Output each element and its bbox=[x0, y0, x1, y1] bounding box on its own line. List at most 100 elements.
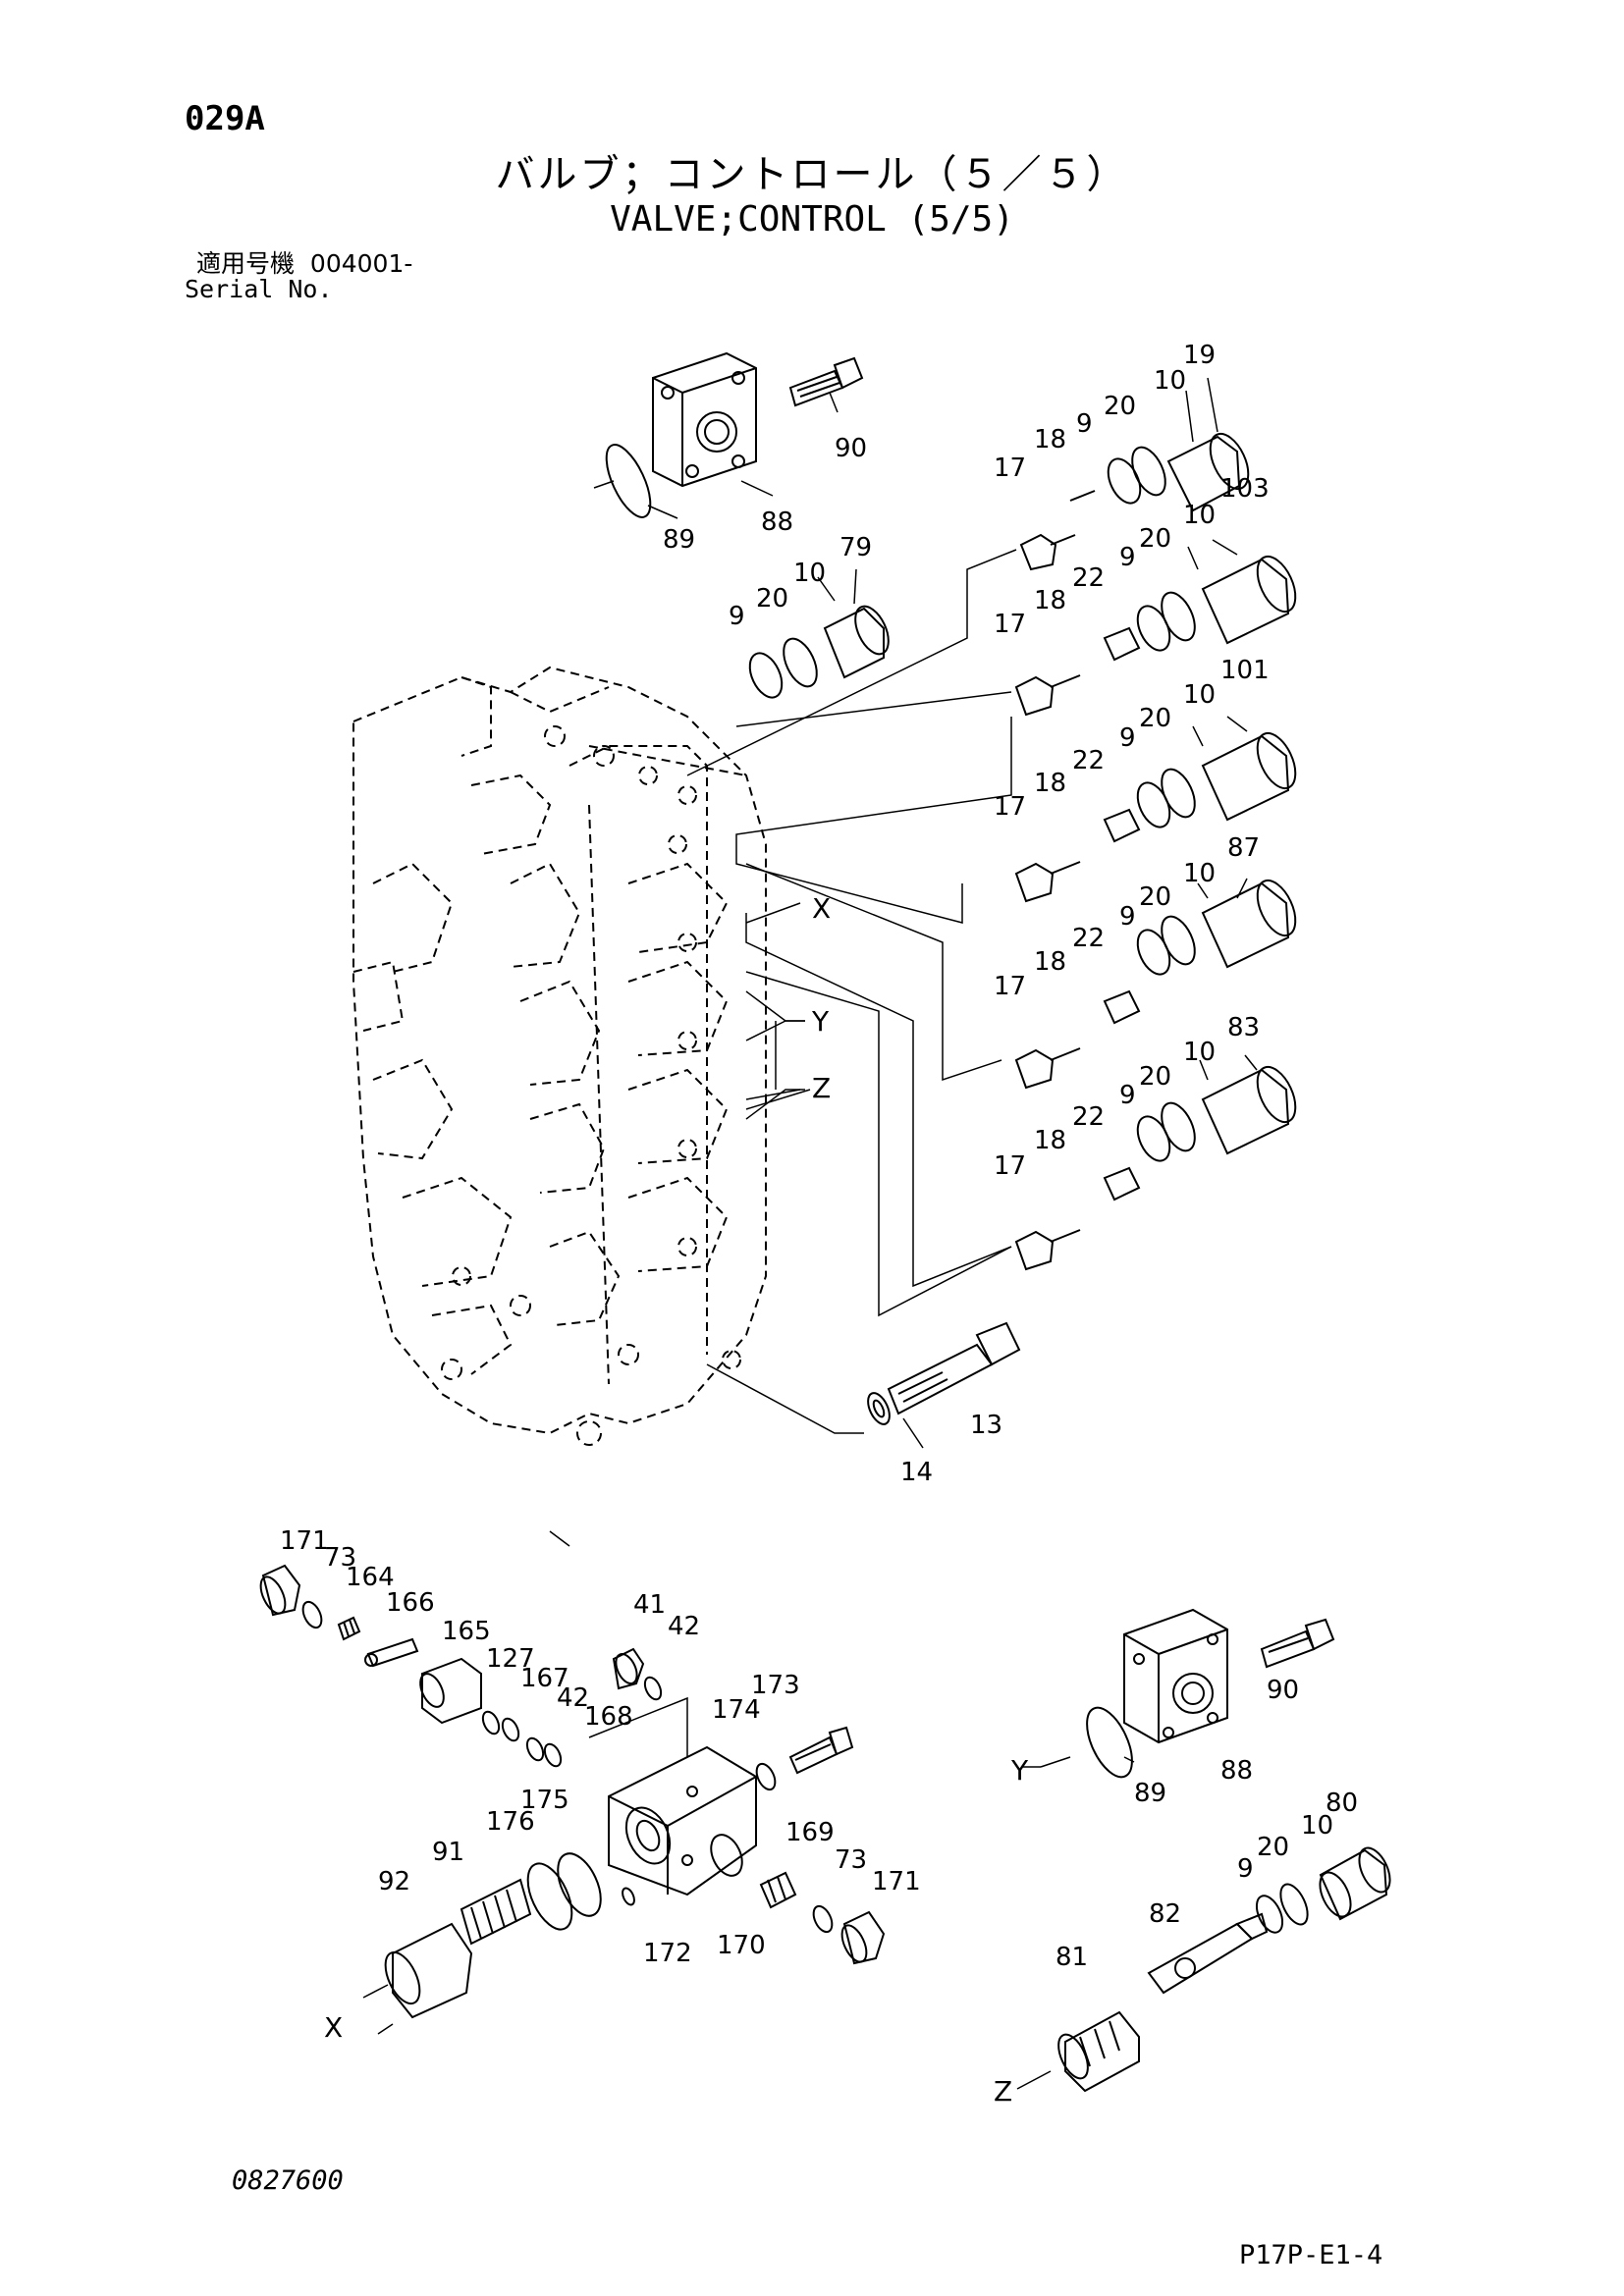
o-ring-20-bottom bbox=[1279, 1883, 1309, 1926]
o-ring-73-right bbox=[812, 1904, 834, 1934]
callout-171-right: 171 bbox=[872, 1867, 921, 1896]
callout-18-a: 18 bbox=[1034, 425, 1066, 454]
callout-9-b: 9 bbox=[1119, 543, 1136, 572]
page-reference: P17P-E1-4 bbox=[1239, 2240, 1383, 2270]
bolt-13 bbox=[887, 1321, 1021, 1415]
callout-167: 167 bbox=[520, 1664, 569, 1693]
o-ring-9-bottom bbox=[1255, 1895, 1284, 1934]
callout-x-body: X bbox=[812, 892, 831, 925]
plug-79 bbox=[748, 605, 890, 699]
callout-172: 172 bbox=[643, 1939, 692, 1968]
callout-89-top: 89 bbox=[663, 525, 695, 555]
callout-17-c: 17 bbox=[994, 792, 1026, 822]
callout-175: 175 bbox=[520, 1786, 569, 1815]
callout-x-lower: X bbox=[324, 2011, 343, 2044]
callout-9-d: 9 bbox=[1119, 902, 1136, 932]
callout-166: 166 bbox=[386, 1588, 435, 1618]
callout-leaders bbox=[377, 377, 1258, 2090]
callout-10-79: 10 bbox=[793, 559, 826, 588]
callout-10-b: 10 bbox=[1183, 501, 1216, 530]
callout-18-c: 18 bbox=[1034, 769, 1066, 798]
sleeve-165 bbox=[419, 1657, 482, 1725]
callout-y-lower: Y bbox=[1010, 1754, 1029, 1787]
callout-14: 14 bbox=[900, 1458, 933, 1487]
callout-10-a: 10 bbox=[1154, 366, 1186, 396]
callout-y-body: Y bbox=[811, 1005, 830, 1038]
callout-103: 103 bbox=[1220, 474, 1270, 504]
serial-label-english: Serial No. bbox=[185, 275, 333, 303]
callout-90-top: 90 bbox=[835, 434, 867, 463]
page-title-english: VALVE;CONTROL (5/5) bbox=[610, 199, 1014, 240]
callout-17-a: 17 bbox=[994, 454, 1026, 483]
callout-174: 174 bbox=[712, 1695, 761, 1725]
plug-80 bbox=[1319, 1846, 1391, 1921]
callout-20-d: 20 bbox=[1139, 882, 1171, 912]
callout-168: 168 bbox=[584, 1702, 633, 1732]
callout-170: 170 bbox=[717, 1931, 766, 1960]
plug-92 bbox=[384, 1922, 473, 2019]
spring-81 bbox=[1057, 2010, 1140, 2093]
callout-92: 92 bbox=[378, 1867, 410, 1896]
lower-left-leaders bbox=[362, 1696, 688, 1999]
callout-17-b: 17 bbox=[994, 610, 1026, 639]
callout-87: 87 bbox=[1227, 833, 1260, 863]
plug-41 bbox=[612, 1647, 645, 1690]
callout-labels: 19 10 20 9 18 17 90 88 89 79 10 20 9 103… bbox=[280, 341, 1358, 2108]
callout-z-body: Z bbox=[812, 1072, 831, 1104]
valve-body-outline bbox=[352, 666, 767, 1446]
o-ring-73-left bbox=[301, 1600, 323, 1629]
callout-20-bottom: 20 bbox=[1257, 1833, 1289, 1862]
callout-79: 79 bbox=[839, 533, 872, 562]
callout-10-c: 10 bbox=[1183, 680, 1216, 710]
callout-22-b: 22 bbox=[1072, 746, 1105, 775]
callout-88-bottom: 88 bbox=[1220, 1756, 1253, 1786]
callout-19: 19 bbox=[1183, 341, 1216, 370]
callout-101: 101 bbox=[1220, 656, 1270, 685]
relief-housing bbox=[608, 1745, 757, 1896]
callout-88-top: 88 bbox=[761, 507, 793, 537]
spring-91 bbox=[460, 1878, 532, 1946]
pilot-stack-103 bbox=[1014, 555, 1297, 717]
o-ring-167 bbox=[501, 1717, 520, 1742]
callout-91: 91 bbox=[432, 1838, 464, 1867]
pilot-stack-101 bbox=[1014, 731, 1297, 903]
callout-22-a: 22 bbox=[1072, 563, 1105, 593]
o-ring-42-top bbox=[643, 1676, 663, 1701]
washer-14 bbox=[867, 1392, 891, 1425]
callout-89-bottom: 89 bbox=[1134, 1779, 1166, 1808]
spool-82 bbox=[1147, 1912, 1269, 1995]
o-ring-176 bbox=[526, 1862, 573, 1931]
page-title-japanese: バルブ；コントロール（５／５） bbox=[495, 152, 1129, 197]
callout-73-right: 73 bbox=[835, 1845, 867, 1875]
callout-17-e: 17 bbox=[994, 1151, 1026, 1181]
o-ring-89-top bbox=[605, 444, 652, 518]
callout-10-e: 10 bbox=[1183, 1038, 1216, 1067]
callout-165: 165 bbox=[442, 1617, 491, 1646]
serial-value: 004001- bbox=[309, 249, 413, 278]
flange-bottom bbox=[1123, 1608, 1228, 1744]
callout-20-e: 20 bbox=[1139, 1062, 1171, 1092]
washer-174 bbox=[755, 1762, 777, 1791]
callout-9-bottom: 9 bbox=[1237, 1854, 1254, 1884]
callout-83: 83 bbox=[1227, 1013, 1260, 1042]
cap-171-right bbox=[840, 1910, 886, 1965]
pilot-stack-19 bbox=[1019, 432, 1250, 571]
bolt-90-bottom bbox=[1260, 1618, 1335, 1669]
serial-label-japanese: 適用号機 004001- bbox=[196, 251, 412, 276]
callout-20-79: 20 bbox=[756, 584, 788, 614]
callout-82: 82 bbox=[1149, 1899, 1181, 1929]
bolt-90-top bbox=[788, 356, 864, 407]
callout-42-left: 42 bbox=[557, 1683, 589, 1713]
o-ring-168 bbox=[543, 1742, 563, 1768]
callout-176: 176 bbox=[486, 1807, 535, 1837]
page-code: 029A bbox=[185, 99, 265, 138]
callout-73-left: 73 bbox=[324, 1543, 356, 1573]
callout-9-a: 9 bbox=[1076, 409, 1093, 439]
callout-171-left: 171 bbox=[280, 1526, 329, 1556]
callout-18-b: 18 bbox=[1034, 586, 1066, 615]
o-ring-89-bottom bbox=[1086, 1706, 1133, 1779]
callout-9-e: 9 bbox=[1119, 1081, 1136, 1110]
o-ring-42-left bbox=[525, 1736, 545, 1762]
spring-164 bbox=[337, 1616, 361, 1641]
